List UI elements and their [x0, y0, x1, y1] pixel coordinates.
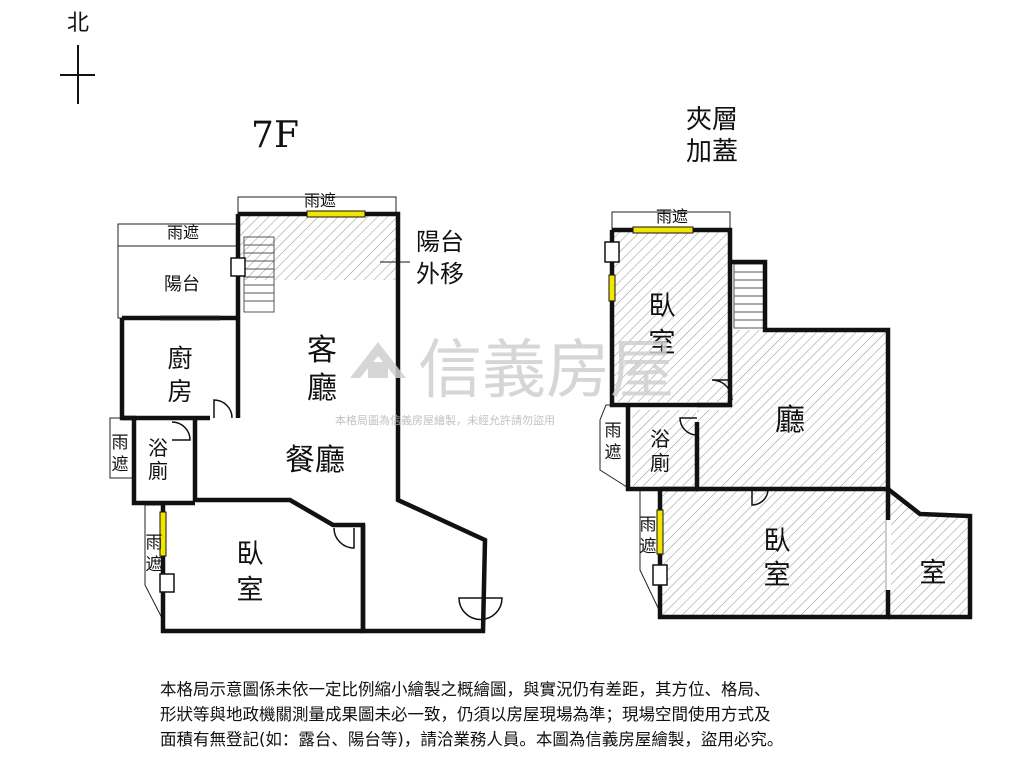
watermark-logo-icon: [350, 342, 406, 378]
windows-mezzanine: [608, 226, 694, 555]
mezz-bedroom-top-label-1: 臥: [649, 291, 676, 322]
rain-cover-bedroom-label-1: 雨: [146, 533, 163, 553]
mezz-bedroom-top-label-2: 室: [649, 328, 676, 359]
mezz-room-right-label: 室: [920, 558, 947, 589]
disclaimer-line-3: 面積有無登記(如：露台、陽台等)，請洽業務人員。本圖為信義房屋繪製，盜用必究。: [160, 730, 784, 749]
mezzanine-title-1: 夾層: [686, 105, 738, 135]
watermark-brand: 信義房屋: [418, 334, 674, 408]
room-bedroom-label-1: 臥: [237, 539, 264, 570]
mezz-rain-cover-bath-label-1: 雨: [605, 421, 622, 441]
room-kitchen-label-1: 廚: [167, 344, 192, 373]
rain-cover-bath-label-1: 雨: [112, 433, 129, 453]
balcony-note-label-2: 外移: [416, 260, 464, 288]
staircase-mezzanine: [733, 263, 765, 329]
balcony-relocated-area: [240, 215, 400, 280]
wall-boxes-mezzanine: [604, 241, 668, 586]
rain-cover-left-label: 雨遮: [167, 223, 199, 242]
wall-boxes-7f: [159, 257, 246, 593]
mezz-rain-cover-bath-label-2: 遮: [605, 443, 622, 463]
balcony-note-label-1: 陽台: [416, 228, 464, 256]
disclaimer-line-2: 形狀等與地政機關測量成果圖未必一致，仍須以房屋現場為準；現場空間使用方式及: [160, 705, 771, 724]
rain-cover-bedroom-label-2: 遮: [146, 555, 163, 575]
mezz-bath-label-1: 浴: [650, 427, 670, 451]
mezz-hall-label: 廳: [775, 403, 805, 438]
north-label: 北: [67, 11, 89, 36]
mezz-bedroom-bottom-label-1: 臥: [764, 526, 791, 557]
rain-cover-top-label: 雨遮: [304, 191, 336, 210]
room-kitchen-label-2: 房: [167, 377, 192, 406]
floor-7f-title: 7F: [251, 115, 299, 156]
disclaimer-line-1: 本格局示意圖係未依一定比例縮小繪製之概繪圖，與實況仍有差距，其方位、格局、: [160, 680, 771, 699]
windows-7f: [159, 210, 366, 557]
room-dining-label: 餐廳: [285, 443, 345, 478]
room-bedroom-label-2: 室: [237, 575, 264, 606]
room-living-label-2: 廳: [307, 371, 337, 406]
balcony-sliding-door: [160, 315, 220, 321]
watermark: 信義房屋 本格局圖為信義房屋繪製，未經允許請勿盜用: [335, 334, 674, 427]
mezz-rain-cover-bedroom-label-1: 雨: [640, 515, 657, 535]
mezzanine-title-2: 加蓋: [686, 137, 738, 167]
doors-7f: [171, 399, 503, 621]
room-bath-label-2: 廁: [148, 459, 168, 483]
watermark-notice: 本格局圖為信義房屋繪製，未經允許請勿盜用: [335, 413, 555, 427]
room-bath-label-1: 浴: [148, 436, 168, 460]
rain-cover-bath-label-2: 遮: [112, 455, 129, 475]
north-arrow-icon: [60, 45, 95, 104]
mezz-rain-cover-bedroom-label-2: 遮: [640, 537, 657, 557]
mezz-bath-label-2: 廁: [650, 451, 670, 475]
walls-7f: [119, 211, 488, 634]
mezz-rain-cover-top-label: 雨遮: [656, 207, 688, 226]
mezzanine-hatched-areas: [614, 232, 968, 617]
disclaimer-text: 本格局示意圖係未依一定比例縮小繪製之概繪圖，與實況仍有差距，其方位、格局、 形狀…: [160, 677, 940, 752]
doors-mezzanine: [679, 379, 769, 506]
room-living-label-1: 客: [307, 333, 337, 368]
mezz-bedroom-bottom-label-2: 室: [764, 560, 791, 591]
room-balcony-label: 陽台: [164, 274, 200, 295]
